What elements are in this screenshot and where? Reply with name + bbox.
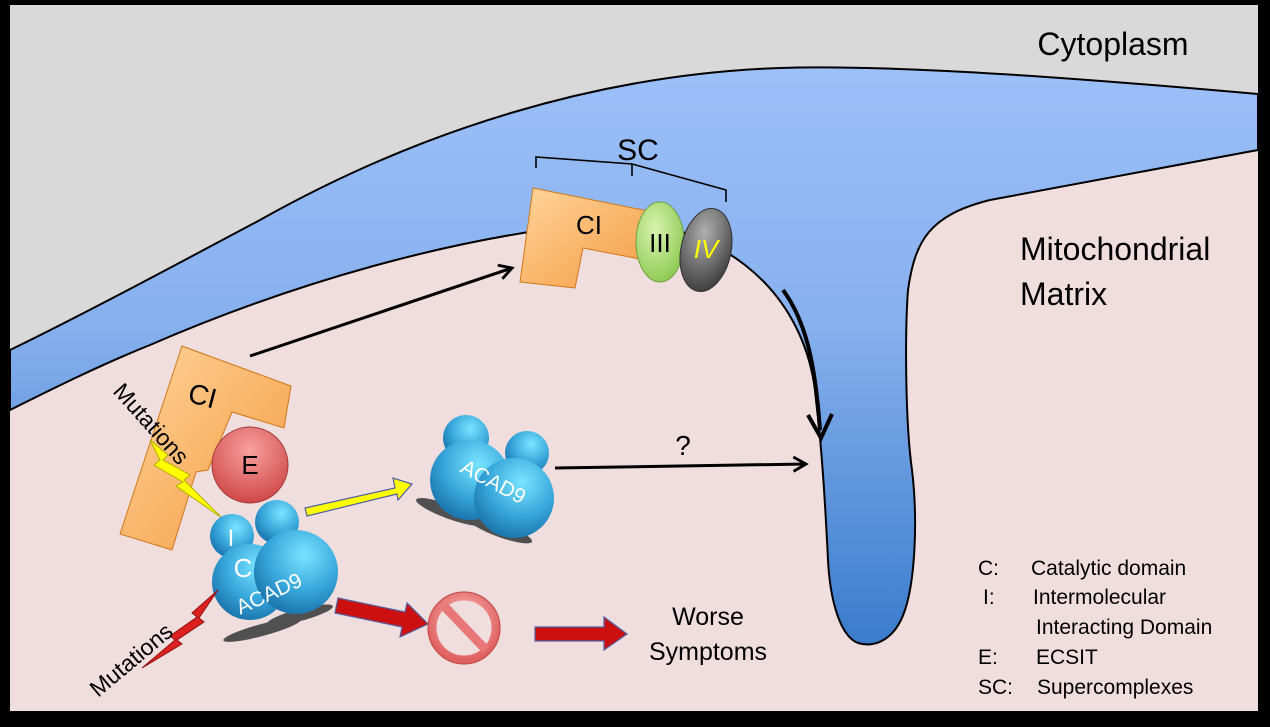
sc-complex-iv: IV (679, 208, 733, 292)
free-acad9: ACAD9 (416, 415, 554, 544)
unknown-arrow (554, 455, 809, 473)
outcome-line1: Worse (672, 603, 744, 631)
legend-key: C: (978, 557, 999, 580)
matrix-label-line2: Matrix (1020, 276, 1107, 312)
sc-label: SC (617, 134, 659, 167)
outcome-arrow-red (534, 615, 629, 652)
bound-acad9: I C ACAD9 (210, 500, 338, 642)
matrix-label-line1: Mitochondrial (1020, 231, 1210, 267)
ecsit-label: E (241, 450, 258, 480)
ecsit: E (211, 426, 289, 504)
sc-ciii-label: III (649, 228, 671, 258)
legend-value: ECSIT (1036, 646, 1098, 669)
cytoplasm-label: Cytoplasm (1037, 26, 1188, 62)
legend-key: SC: (978, 676, 1013, 699)
domain-c-label: C (234, 553, 253, 583)
legend-key: E: (978, 646, 998, 669)
legend-value: Supercomplexes (1037, 676, 1193, 699)
legend-key: I: (983, 586, 995, 609)
block-arrow-red (334, 597, 430, 639)
prohibited-icon (427, 591, 501, 665)
mutation-bolt-red (141, 589, 219, 669)
sc-civ-label: IV (694, 234, 721, 264)
sc-complex-iii: III (635, 201, 685, 283)
legend: C: Catalytic domain I: Intermolecular In… (978, 557, 1212, 699)
legend-value: Interacting Domain (1036, 616, 1212, 639)
sc-to-crista-arrow (781, 288, 822, 431)
domain-i-label: I (228, 525, 235, 552)
release-arrow-yellow (304, 477, 414, 517)
assembly-complex-i: CI (119, 345, 292, 551)
unknown-question: ? (675, 430, 691, 461)
legend-value: Catalytic domain (1031, 557, 1186, 580)
cytoplasm-region (10, 4, 1258, 350)
sc-ci-label: CI (576, 210, 602, 240)
legend-value: Intermolecular (1033, 586, 1166, 609)
outcome-line2: Symptoms (649, 638, 767, 666)
assembly-arrow (249, 263, 515, 358)
sc-bracket (535, 156, 727, 202)
